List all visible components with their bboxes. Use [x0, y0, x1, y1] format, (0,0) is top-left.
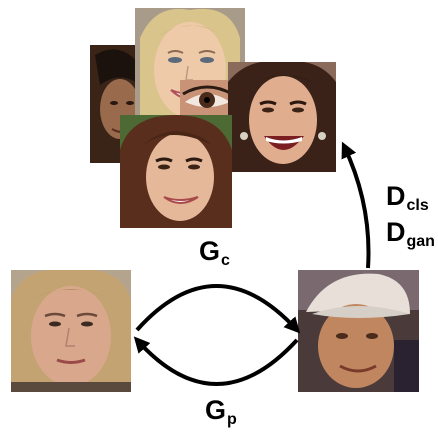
- gp-arrow: [133, 336, 299, 386]
- target-face-4: [228, 62, 336, 172]
- source-face: [11, 270, 131, 392]
- label-dgan: Dgan: [386, 217, 435, 251]
- label-dcls: Dcls: [386, 181, 429, 215]
- gc-arrow: [135, 284, 301, 334]
- target-face-3: [180, 80, 235, 120]
- discriminator-arrow: [341, 141, 371, 269]
- label-gp: Gp: [205, 395, 237, 429]
- target-face-5: [120, 115, 232, 228]
- label-gc: Gc: [199, 236, 230, 270]
- generated-face: [298, 270, 419, 392]
